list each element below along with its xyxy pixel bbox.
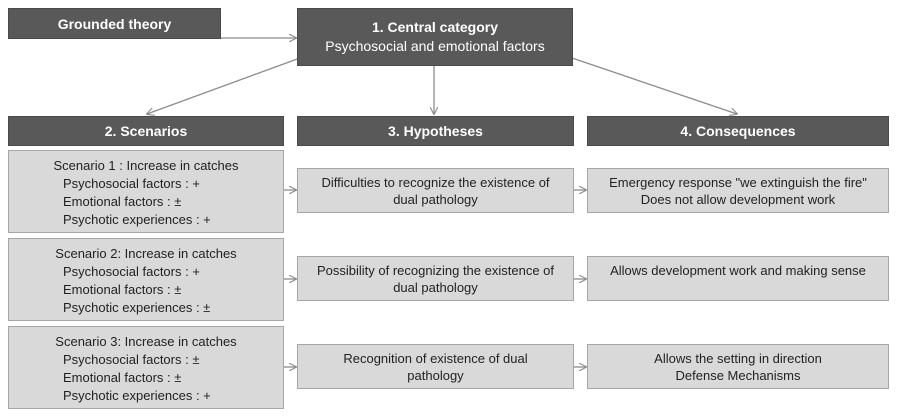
- arrow-central-to-consequences: [571, 57, 737, 114]
- hypothesis-line: Difficulties to recognize the existence …: [321, 174, 550, 190]
- scenario-title: Scenario 1 : Increase in catches: [53, 158, 239, 173]
- scenario-line: Emotional factors : ±: [63, 370, 182, 385]
- consequence-line: Emergency response "we extinguish the fi…: [609, 174, 867, 190]
- hypothesis-box-3: Recognition of existence of dual patholo…: [297, 344, 574, 389]
- grounded-theory-box: Grounded theory: [8, 8, 221, 39]
- scenario-line: Psychosocial factors : +: [63, 264, 200, 279]
- scenario-title: Scenario 2: Increase in catches: [55, 246, 237, 261]
- central-category-subtitle: Psychosocial and emotional factors: [325, 38, 545, 54]
- scenario-line: Psychotic experiences : ±: [63, 300, 211, 315]
- hypotheses-header-label: 3. Hypotheses: [388, 123, 483, 139]
- scenario-box-2: Scenario 2: Increase in catches Psychoso…: [8, 238, 284, 321]
- consequence-line: Defense Mechanisms: [675, 367, 801, 383]
- hypothesis-line: dual pathology: [393, 191, 478, 207]
- scenario-title: Scenario 3: Increase in catches: [55, 334, 237, 349]
- scenarios-header-label: 2. Scenarios: [104, 123, 188, 139]
- hypothesis-box-1: Difficulties to recognize the existence …: [297, 168, 574, 213]
- consequence-box-2: Allows development work and making sense: [587, 256, 889, 301]
- scenario-line: Emotional factors : ±: [63, 282, 182, 297]
- hypotheses-header: 3. Hypotheses: [297, 116, 574, 146]
- consequence-box-3: Allows the setting in direction Defense …: [587, 344, 889, 389]
- consequence-box-1: Emergency response "we extinguish the fi…: [587, 168, 889, 213]
- scenario-line: Psychosocial factors : ±: [63, 352, 200, 367]
- consequences-header-label: 4. Consequences: [680, 123, 796, 139]
- consequence-line: Does not allow development work: [640, 191, 836, 207]
- scenario-line: Psychosocial factors : +: [63, 176, 200, 191]
- consequence-line: Allows the setting in direction: [654, 350, 822, 366]
- scenario-line: Emotional factors : ±: [63, 194, 182, 209]
- grounded-theory-label: Grounded theory: [57, 15, 172, 32]
- hypothesis-line: dual pathology: [393, 279, 478, 295]
- scenario-box-1: Scenario 1 : Increase in catches Psychos…: [8, 150, 284, 233]
- hypothesis-line: Possibility of recognizing the existence…: [316, 262, 554, 278]
- hypothesis-box-2: Possibility of recognizing the existence…: [297, 256, 574, 301]
- consequences-header: 4. Consequences: [587, 116, 889, 146]
- consequence-line: Allows development work and making sense: [610, 263, 866, 278]
- scenario-line: Psychotic experiences : +: [63, 388, 211, 403]
- central-category-title: 1. Central category: [371, 19, 499, 35]
- central-category-box: 1. Central category Psychosocial and emo…: [297, 8, 573, 66]
- scenario-line: Psychotic experiences : +: [63, 212, 211, 227]
- scenarios-header: 2. Scenarios: [8, 116, 284, 146]
- scenario-box-3: Scenario 3: Increase in catches Psychoso…: [8, 326, 284, 409]
- arrow-central-to-scenarios: [147, 57, 301, 114]
- hypothesis-line: pathology: [407, 367, 464, 383]
- hypothesis-line: Recognition of existence of dual: [343, 350, 528, 366]
